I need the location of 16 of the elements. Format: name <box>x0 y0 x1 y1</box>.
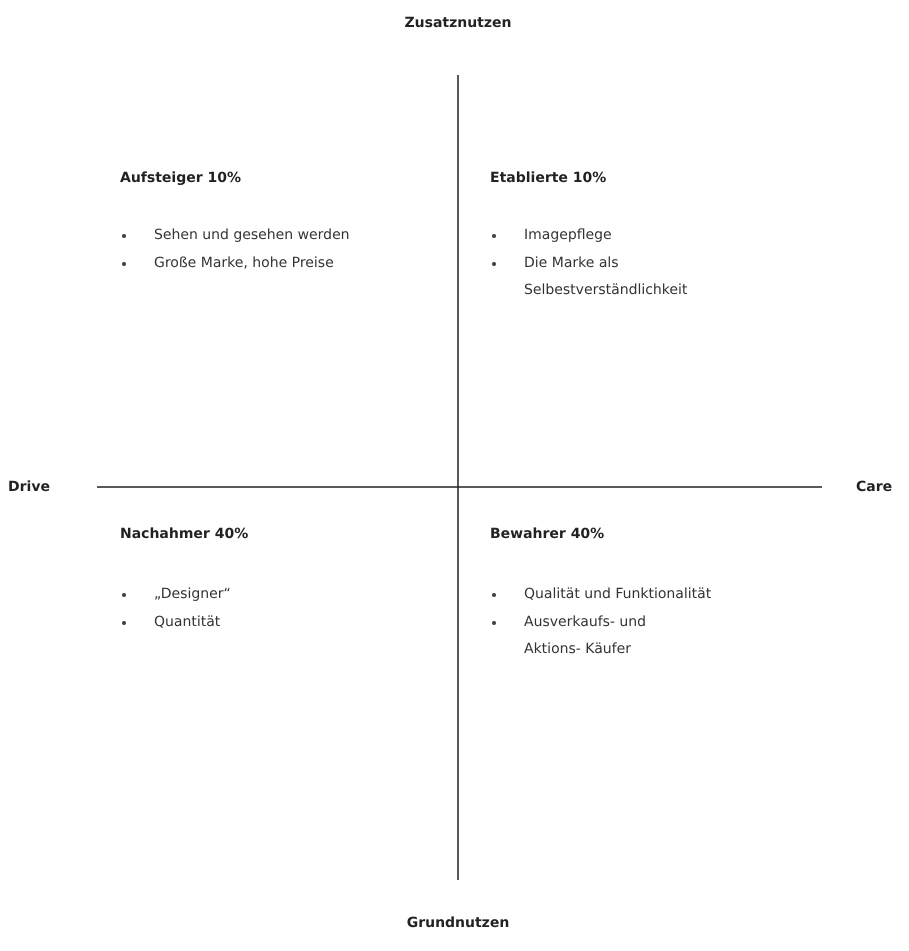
axis-label: Drive <box>8 478 50 497</box>
bullet-text: „Designer“ <box>154 585 231 604</box>
bullet-text: Imagepflege <box>524 226 612 245</box>
bullet-text: Qualität und Funktionalität <box>524 585 712 604</box>
bullet-text: Die Marke als Selbestverständlichkeit <box>524 254 688 300</box>
quadrant-heading: Aufsteiger 10% <box>120 169 242 188</box>
axis-label: Zusatznutzen <box>404 14 512 33</box>
axis-label: Care <box>856 478 892 497</box>
quadrant-heading: Etablierte 10% <box>490 169 606 188</box>
bullet-text: Ausverkaufs- und Aktions- Käufer <box>524 613 648 659</box>
quadrant-heading: Bewahrer 40% <box>490 525 604 544</box>
bullet-text: Quantität <box>154 613 220 632</box>
bullet-text: Sehen und gesehen werden <box>154 226 350 245</box>
axis-label: Grundnutzen <box>406 914 510 933</box>
quadrant-heading: Nachahmer 40% <box>120 525 248 544</box>
bullet-text: Große Marke, hohe Preise <box>154 254 334 273</box>
